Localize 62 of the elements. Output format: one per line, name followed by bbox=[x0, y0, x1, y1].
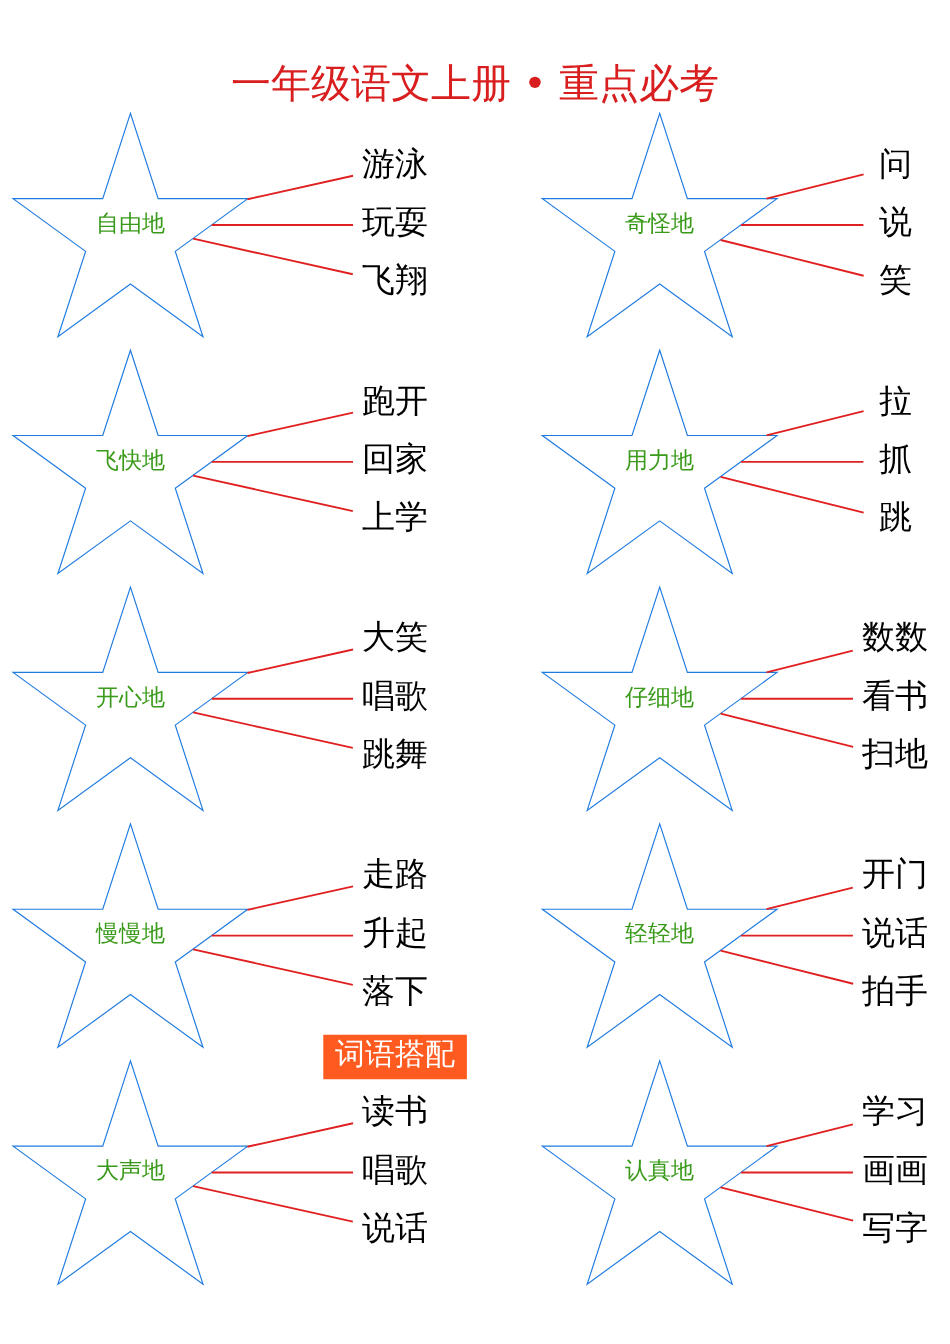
connector bbox=[246, 411, 354, 437]
connector bbox=[210, 460, 354, 463]
connector bbox=[740, 934, 854, 937]
diagram-title: 一年级语文上册 • 重点必考 bbox=[230, 59, 720, 106]
connector bbox=[246, 648, 354, 674]
node-text: 走路 bbox=[362, 854, 429, 893]
connector bbox=[719, 712, 855, 748]
connector bbox=[246, 174, 354, 200]
connector bbox=[246, 1121, 354, 1148]
node-text: 拉 bbox=[878, 381, 912, 420]
node-text: 跳舞 bbox=[362, 734, 429, 773]
connector bbox=[210, 1171, 354, 1173]
node-text: 数数 bbox=[862, 617, 929, 656]
node-text: 写字 bbox=[862, 1208, 929, 1247]
node-text: 画画 bbox=[862, 1150, 929, 1189]
connector bbox=[740, 223, 865, 226]
connector bbox=[719, 475, 865, 514]
node-text: 玩耍 bbox=[362, 202, 429, 241]
connector bbox=[719, 949, 855, 985]
node-text: 抓 bbox=[878, 439, 912, 478]
node-text: 说 bbox=[878, 202, 912, 241]
node-text: 升起 bbox=[362, 913, 429, 952]
node-text: 跑开 bbox=[362, 381, 429, 420]
connector bbox=[740, 460, 865, 463]
node-text: 读书 bbox=[362, 1091, 429, 1130]
node-text: 唱歌 bbox=[362, 1150, 429, 1189]
connector bbox=[719, 1186, 855, 1222]
node-text: 游泳 bbox=[362, 144, 429, 183]
connector bbox=[246, 884, 354, 911]
node-text: 看书 bbox=[862, 676, 929, 715]
connector bbox=[765, 649, 854, 673]
node-text: 说话 bbox=[862, 913, 929, 952]
node-text: 扫地 bbox=[862, 734, 929, 773]
connector bbox=[192, 474, 354, 512]
node-text: 回家 bbox=[362, 439, 429, 478]
connector bbox=[765, 409, 865, 436]
connector bbox=[765, 886, 854, 910]
node-text: 落下 bbox=[362, 971, 429, 1010]
node-text: 大笑 bbox=[362, 617, 429, 656]
node-text: 跳 bbox=[878, 497, 912, 536]
node-text: 说话 bbox=[362, 1208, 429, 1247]
node-text: 问 bbox=[878, 144, 912, 183]
node-text: 唱歌 bbox=[362, 676, 429, 715]
connector bbox=[210, 934, 354, 937]
node-box: 词语搭配 bbox=[323, 1034, 467, 1079]
node-text: 上学 bbox=[362, 497, 429, 536]
connector bbox=[740, 697, 854, 700]
connector bbox=[740, 1171, 854, 1173]
connector bbox=[719, 238, 865, 277]
connector bbox=[765, 1123, 854, 1147]
connector bbox=[210, 697, 354, 700]
connector bbox=[192, 711, 354, 749]
node-text: 笑 bbox=[878, 260, 912, 299]
connector bbox=[210, 223, 354, 226]
node-text: 学习 bbox=[862, 1091, 929, 1130]
node-text: 拍手 bbox=[862, 971, 929, 1010]
node-text: 飞翔 bbox=[362, 260, 429, 299]
connector bbox=[192, 947, 354, 986]
node-text: 开门 bbox=[862, 854, 929, 893]
connector bbox=[192, 1184, 354, 1223]
connector bbox=[192, 237, 354, 275]
connector bbox=[765, 172, 865, 200]
